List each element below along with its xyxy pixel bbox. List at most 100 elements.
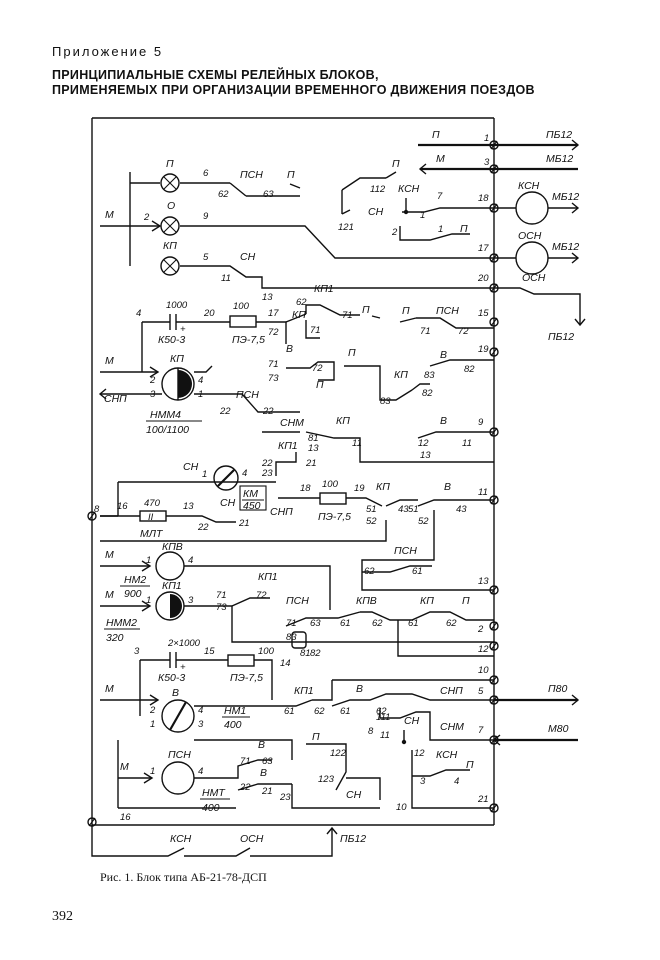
wire-ksn-osn-bottom (91, 825, 333, 857)
num-63-v: 73 (268, 373, 279, 384)
num-43-v: 111 (376, 712, 390, 723)
num-2: 2 (143, 212, 150, 223)
contact-ksn-3-4 (412, 769, 470, 777)
num-5: 5 (203, 252, 209, 263)
resistor-100-top (229, 315, 257, 328)
label-relay-osn: ОСН (518, 230, 542, 242)
relay-km (239, 485, 267, 511)
lamp-p (160, 173, 180, 193)
num-61-kp1: 72 (256, 590, 267, 601)
label-nmm2: НММ2 (106, 617, 137, 629)
page-number: 392 (52, 909, 73, 924)
label-kp1-62: КП1 (258, 571, 278, 583)
num-t17: 17 (478, 243, 489, 254)
label-lamp-o: О (167, 200, 175, 212)
contact-psn-62-61 (399, 317, 494, 329)
label-p-83: П (362, 304, 370, 316)
arrow-mb12-top (571, 202, 580, 214)
num-t11: 11 (478, 487, 488, 498)
label-m-kp1: М (105, 589, 114, 601)
wire-res-mid (278, 497, 383, 507)
label-relay-v: В (172, 687, 179, 699)
num-4-kpv: 4 (188, 555, 193, 566)
num-1-kpv: 1 (146, 555, 151, 566)
sn-contact-111 (341, 177, 386, 191)
label-kp1-41: КП1 (294, 685, 314, 697)
label-p-42: П (462, 595, 470, 607)
num-t5: 5 (478, 686, 484, 697)
label-pe75-bot: ПЭ-7,5 (230, 672, 263, 684)
relay-psn (161, 761, 195, 795)
label-m-v: М (105, 683, 114, 695)
num-2-v: 2 (149, 705, 156, 716)
left-terminal-8 (87, 511, 97, 521)
arrow-pb12 (571, 139, 580, 151)
num-23-sn: 23 (261, 468, 273, 479)
num-10-ksn: 10 (396, 802, 407, 813)
label-p-121: П (312, 731, 320, 743)
num-19: 19 (354, 483, 365, 494)
label-psn-22: ПСН (236, 389, 259, 401)
label-lamp-p: П (166, 158, 174, 170)
num-62-kp1: 71 (216, 590, 227, 601)
label-nm2: НМ2 (124, 574, 146, 586)
num-4-v: 4 (198, 705, 203, 716)
label-pe75-top: ПЭ-7,5 (232, 334, 265, 346)
wire-kpv-out (184, 565, 331, 610)
wire-ksn-bottom (411, 750, 494, 809)
label-sn-11: СН (404, 715, 420, 727)
num-61-kp: 72 (268, 327, 279, 338)
num-7: 7 (437, 191, 443, 202)
label-p-63: П (316, 379, 324, 391)
num-20: 20 (203, 308, 215, 319)
label-v-31: В (444, 481, 451, 493)
num-73-b: 83 (380, 396, 391, 407)
label-sn-111: СН (368, 206, 384, 218)
relay-v (161, 699, 195, 733)
label-snm: СНМ (280, 417, 304, 429)
wire-lamp-o-out (180, 225, 494, 259)
num-4-psn: 4 (198, 766, 203, 777)
num-1-vrel: 1 (150, 719, 155, 730)
num-t18: 18 (478, 193, 489, 204)
label-sn-lamp: СН (240, 251, 256, 263)
wire-lamp-kp-out (180, 265, 494, 289)
num-41-kpv: 61 (340, 618, 351, 629)
label-psn-15: ПСН (436, 305, 459, 317)
num-61-psn: 72 (458, 326, 469, 337)
num-22-mlt: 22 (197, 522, 209, 533)
num-31-kp: 43 (398, 504, 409, 515)
num-4-kp: 4 (198, 375, 203, 386)
label-osn-contact: ОСН (522, 272, 546, 284)
label-nmm4: НММ4 (150, 409, 181, 421)
label-plus-2: + (180, 662, 186, 673)
relay-kp-half (178, 370, 192, 398)
num-23-v: 23 (279, 792, 291, 803)
terminal-marker-slash (490, 347, 498, 357)
label-c1000: 1000 (166, 300, 188, 311)
label-v-52: В (258, 739, 265, 751)
node-ksn (403, 209, 409, 215)
label-m-in: М (105, 209, 114, 221)
num-52-psn: 71 (286, 618, 297, 629)
lamp-o-cross (163, 219, 177, 233)
terminal-marker-slash (490, 317, 498, 327)
lamp-p-cross (163, 176, 177, 190)
num-41-kp: 61 (408, 618, 419, 629)
num-11-sn: 11 (380, 730, 390, 741)
label-kp1-mid: КП1 (278, 440, 298, 452)
num-42-kp1: 62 (314, 706, 325, 717)
num-21-v: 21 (261, 786, 273, 797)
node-sn-11 (401, 739, 407, 745)
label-k50-3-bot: К50-3 (158, 672, 185, 684)
num-31-v: 43 (456, 504, 467, 515)
label-psn-42: ПСН (394, 545, 417, 557)
label-plus-1: + (180, 324, 186, 335)
num-3-cap2: 3 (134, 646, 140, 657)
relay-sn-motor (213, 465, 239, 491)
num-41-psn: 61 (412, 566, 423, 577)
label-relay-kp: КП (170, 353, 184, 365)
wire-v33-psn (361, 510, 494, 591)
label-t7-right: М80 (548, 723, 569, 735)
num-t12: 12 (478, 644, 489, 655)
